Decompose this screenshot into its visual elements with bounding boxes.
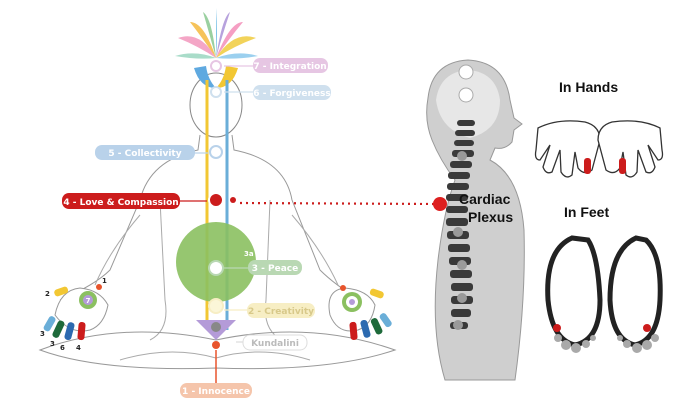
label-love-compassion: 4 - Love & Compassion xyxy=(62,193,180,209)
svg-text:2: 2 xyxy=(45,290,50,298)
svg-text:7 - Integration: 7 - Integration xyxy=(253,62,326,72)
left-channel-crown-arc xyxy=(194,66,216,88)
in-feet-title: In Feet xyxy=(564,204,609,220)
label-connectors xyxy=(178,65,255,343)
label-integration: 7 - Integration xyxy=(253,58,328,73)
in-hands-title: In Hands xyxy=(559,79,618,95)
svg-text:3 - Peace: 3 - Peace xyxy=(252,264,298,274)
crown-lotus-icon xyxy=(175,8,258,59)
label-forgiveness: 6 - Forgiveness xyxy=(253,85,331,100)
right-hand-marker xyxy=(619,158,626,174)
chakra-points xyxy=(208,60,236,314)
svg-text:6 - Forgiveness: 6 - Forgiveness xyxy=(253,89,330,99)
left-hand-marker xyxy=(584,158,591,174)
svg-text:3: 3 xyxy=(50,340,55,348)
left-hand-chakra-icon: 7 2 1 3 3 6 4 xyxy=(40,277,109,352)
dotted-connector xyxy=(239,201,437,206)
right-foot-marker xyxy=(643,324,651,332)
label-innocence: 1 - Innocence xyxy=(180,383,252,398)
svg-text:1 - Innocence: 1 - Innocence xyxy=(182,387,250,397)
left-foot-marker xyxy=(553,324,561,332)
svg-text:6: 6 xyxy=(60,344,65,352)
svg-text:Kundalini: Kundalini xyxy=(251,339,299,349)
svg-text:7: 7 xyxy=(86,297,91,305)
kundalini-coil-icon xyxy=(211,322,221,332)
svg-text:1: 1 xyxy=(102,277,107,285)
innocence-point xyxy=(212,341,220,349)
cardiac-plexus-point xyxy=(433,197,447,211)
void-label: 3a xyxy=(244,250,254,258)
label-peace: 3 - Peace xyxy=(248,260,302,275)
right-channel-crown-arc xyxy=(216,66,238,88)
hands-outline-icon xyxy=(534,120,664,178)
label-collectivity: 5 - Collectivity xyxy=(95,145,195,160)
plexus-label-line2: Plexus xyxy=(468,209,513,225)
svg-text:4: 4 xyxy=(76,344,81,352)
svg-text:3: 3 xyxy=(40,330,45,338)
label-creativity: 2 - Creativity xyxy=(247,303,315,318)
label-kundalini: Kundalini xyxy=(242,334,308,351)
svg-text:2 - Creativity: 2 - Creativity xyxy=(248,307,314,317)
plexus-label-line1: Cardiac xyxy=(459,191,511,207)
spine-plexus-nodes xyxy=(453,151,467,330)
feet-outline-icon xyxy=(545,235,663,353)
svg-text:5 - Collectivity: 5 - Collectivity xyxy=(108,149,181,159)
svg-text:4 - Love & Compassion: 4 - Love & Compassion xyxy=(63,198,178,208)
right-hand-chakra-icon xyxy=(328,285,392,340)
